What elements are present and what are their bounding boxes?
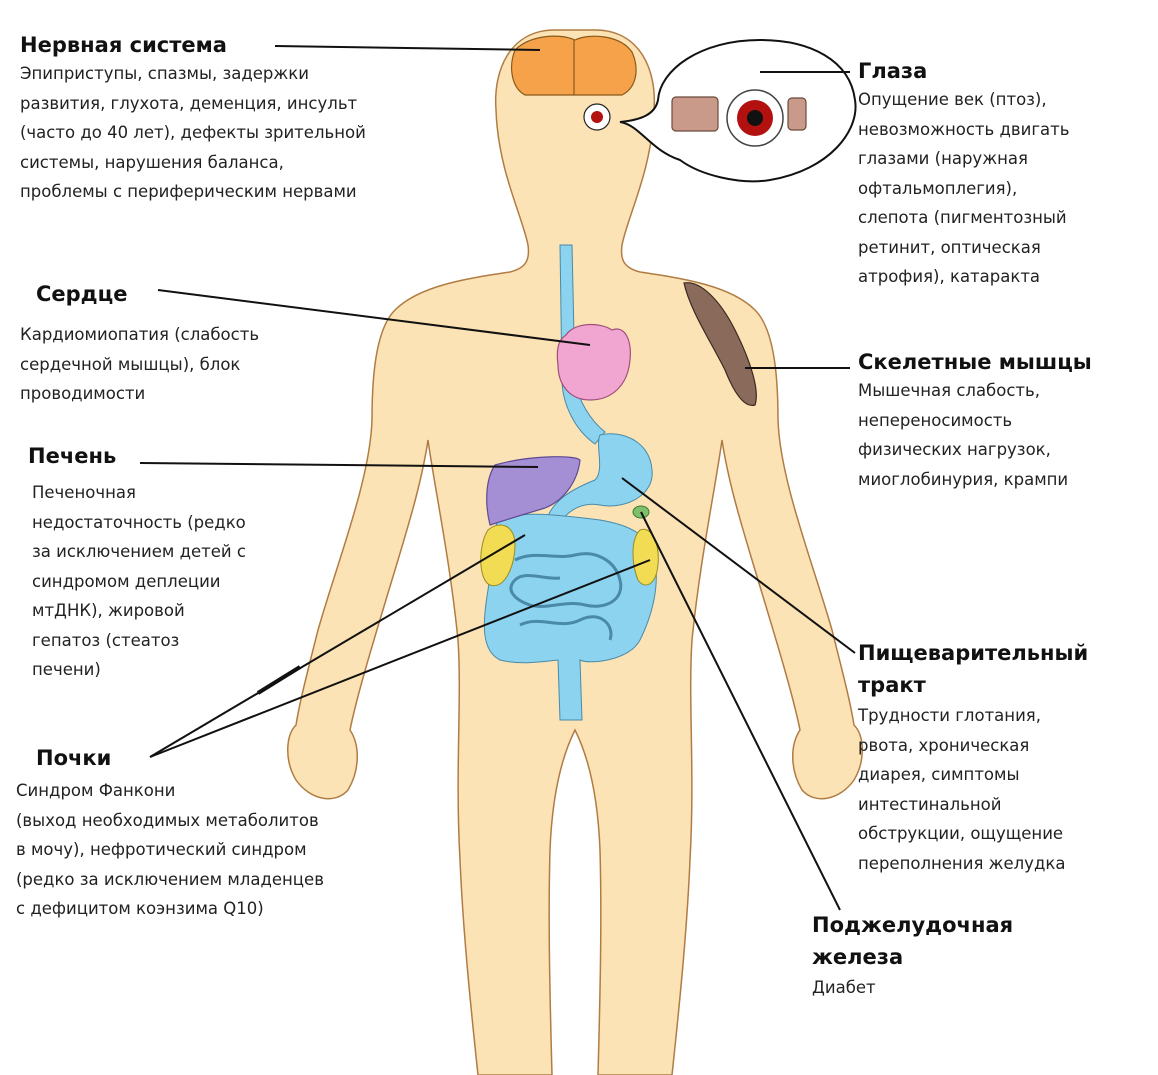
eye-muscle-right	[788, 98, 806, 130]
label-nervous-system: Нервная система Эпиприступы, спазмы, зад…	[20, 31, 480, 207]
label-pancreas: Поджелудочная железа Диабет	[812, 909, 1112, 1003]
label-digestive-tract: Пищеварительный тракт Трудности глотания…	[858, 637, 1154, 878]
head-eye-iris	[591, 111, 603, 123]
label-heart: Сердце Кардиомиопатия (слабость сердечно…	[36, 280, 356, 409]
label-kidneys: Почки Синдром Фанкони (выход необходимых…	[36, 744, 436, 924]
label-title: Пищеварительный тракт	[858, 637, 1154, 701]
eye-muscle-left	[672, 97, 718, 131]
label-text: Эпиприступы, спазмы, задержки развития, …	[20, 59, 480, 207]
label-title: Поджелудочная железа	[812, 909, 1112, 973]
label-eyes: Глаза Опущение век (птоз), невозможность…	[858, 57, 1148, 292]
label-liver: Печень Печеночная недостаточность (редко…	[28, 442, 328, 685]
label-title: Глаза	[858, 57, 1148, 85]
eye-pupil	[747, 110, 763, 126]
label-text: Печеночная недостаточность (редко за иск…	[32, 478, 328, 685]
label-title: Нервная система	[20, 31, 480, 59]
label-text: Трудности глотания, рвота, хроническая д…	[858, 701, 1154, 878]
label-text: Диабет	[812, 973, 1112, 1003]
label-title: Сердце	[36, 280, 356, 308]
label-text: Кардиомиопатия (слабость сердечной мышцы…	[20, 320, 356, 409]
label-skeletal-muscles: Скелетные мышцы Мышечная слабость, непер…	[858, 348, 1154, 494]
label-text: Опущение век (птоз), невозможность двига…	[858, 85, 1148, 292]
label-text: Синдром Фанкони (выход необходимых метаб…	[16, 776, 436, 924]
label-text: Мышечная слабость, непереносимость физич…	[858, 376, 1154, 494]
label-title: Почки	[36, 744, 436, 772]
label-title: Печень	[28, 442, 328, 470]
label-title: Скелетные мышцы	[858, 348, 1154, 376]
